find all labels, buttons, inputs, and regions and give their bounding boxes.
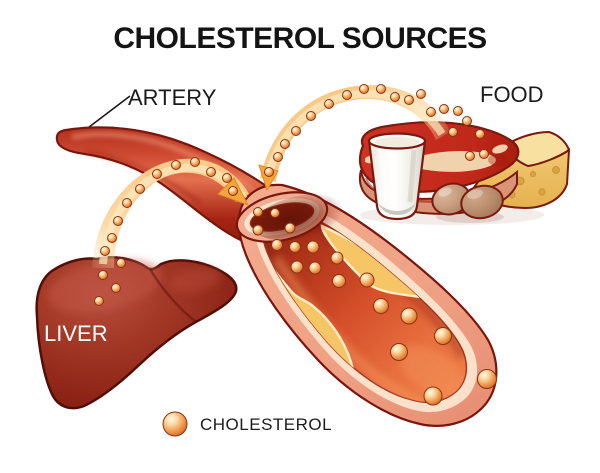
cholesterol-ball bbox=[270, 208, 280, 218]
cholesterol-ball bbox=[373, 298, 389, 314]
cholesterol-ball bbox=[94, 296, 104, 306]
cholesterol-ball bbox=[448, 127, 458, 137]
steak-shading bbox=[488, 154, 508, 166]
cholesterol-ball bbox=[465, 151, 475, 161]
liver-label: LIVER bbox=[44, 321, 108, 346]
glass-shade bbox=[407, 149, 417, 203]
cholesterol-ball bbox=[404, 95, 414, 105]
cholesterol-ball bbox=[222, 173, 232, 183]
cheese-top-face bbox=[503, 130, 571, 168]
cholesterol-ball bbox=[477, 369, 497, 389]
cheese-hole bbox=[552, 166, 560, 174]
cholesterol-ball bbox=[324, 99, 334, 109]
cholesterol-particles-in-artery bbox=[252, 207, 497, 406]
cholesterol-ball bbox=[453, 106, 463, 116]
cholesterol-ball bbox=[400, 307, 418, 325]
bulb-sheen bbox=[398, 344, 466, 400]
cholesterol-ball bbox=[342, 90, 352, 100]
flow-liver-to-artery bbox=[92, 157, 250, 306]
cholesterol-ball bbox=[228, 186, 238, 196]
glass-highlight bbox=[379, 149, 388, 203]
cholesterol-ball bbox=[359, 84, 369, 94]
cholesterol-ball bbox=[280, 139, 290, 149]
legend-label: CHOLESTEROL bbox=[200, 415, 332, 434]
cholesterol-ball bbox=[107, 233, 117, 243]
cheese-hole bbox=[530, 170, 537, 177]
cholesterol-ball bbox=[264, 167, 274, 177]
cholesterol-ball bbox=[271, 239, 283, 251]
cholesterol-ball bbox=[439, 104, 449, 114]
flow-food-to-artery bbox=[258, 84, 489, 192]
cholesterol-ball bbox=[306, 111, 316, 121]
cholesterol-ball bbox=[111, 283, 121, 293]
legend: CHOLESTEROL bbox=[162, 411, 332, 437]
cholesterol-ball bbox=[479, 149, 489, 159]
artery-label: ARTERY bbox=[128, 85, 217, 110]
food-group bbox=[358, 121, 571, 225]
cholesterol-ball bbox=[416, 89, 426, 99]
cholesterol-ball bbox=[113, 216, 123, 226]
cholesterol-ball bbox=[152, 169, 162, 179]
egg-right-highlight bbox=[467, 189, 483, 199]
artery bbox=[55, 126, 498, 427]
egg-left-highlight bbox=[438, 187, 452, 197]
cholesterol-ball bbox=[171, 160, 181, 170]
liver: LIVER bbox=[35, 256, 238, 410]
cholesterol-ball bbox=[116, 258, 126, 268]
cholesterol-ball bbox=[122, 198, 132, 208]
food-label: FOOD bbox=[480, 82, 544, 107]
cholesterol-particles-food-stream bbox=[264, 84, 489, 177]
liver-lobe-divider bbox=[148, 268, 197, 323]
cholesterol-ball bbox=[252, 224, 264, 236]
food-stream-band bbox=[260, 85, 450, 182]
cholesterol-ball bbox=[289, 241, 301, 253]
cholesterol-ball bbox=[359, 272, 375, 288]
lumen-bottom-sheen bbox=[272, 255, 426, 403]
cholesterol-ball bbox=[475, 129, 485, 139]
milk-glass bbox=[367, 132, 427, 221]
cholesterol-ball bbox=[390, 92, 400, 102]
cholesterol-ball bbox=[462, 116, 472, 126]
liver-lobe-highlight bbox=[169, 267, 221, 293]
cholesterol-ball bbox=[206, 167, 216, 177]
cholesterol-ball bbox=[291, 126, 301, 136]
cholesterol-ball bbox=[253, 207, 263, 217]
cholesterol-ball bbox=[273, 152, 283, 162]
cholesterol-ball bbox=[330, 251, 344, 265]
glass-body bbox=[367, 139, 427, 221]
egg-right bbox=[460, 184, 504, 220]
eggs bbox=[431, 182, 504, 223]
cholesterol-ball bbox=[284, 222, 296, 234]
cholesterol-ball bbox=[434, 327, 452, 345]
opening-shadow-fade bbox=[253, 194, 344, 241]
cholesterol-ball bbox=[98, 270, 108, 280]
artery-tube-shade bbox=[85, 150, 202, 205]
marbling-patch bbox=[492, 144, 508, 154]
cholesterol-ball bbox=[135, 184, 145, 194]
cholesterol-ball bbox=[426, 107, 436, 117]
cheese-hole bbox=[538, 188, 546, 196]
cholesterol-ball bbox=[306, 240, 320, 254]
cholesterol-ball bbox=[332, 274, 346, 288]
liver-highlight bbox=[48, 259, 162, 313]
cholesterol-ball bbox=[290, 260, 304, 274]
food-stream-core bbox=[264, 89, 446, 178]
cholesterol-ball bbox=[376, 84, 386, 94]
cholesterol-ball bbox=[190, 157, 200, 167]
cholesterol-particles-liver-stream bbox=[94, 157, 238, 306]
cheese-holes bbox=[497, 166, 560, 199]
page-title: CHOLESTEROL SOURCES bbox=[113, 22, 486, 55]
cholesterol-ball bbox=[100, 246, 110, 256]
cholesterol-ball bbox=[390, 343, 408, 361]
legend-cholesterol-ball bbox=[162, 411, 188, 437]
cholesterol-ball bbox=[308, 261, 322, 275]
liver-stream-band bbox=[92, 158, 249, 268]
cholesterol-ball bbox=[423, 386, 443, 406]
glass-bottom-shading bbox=[378, 203, 416, 215]
milk-surface-inner bbox=[375, 137, 419, 147]
